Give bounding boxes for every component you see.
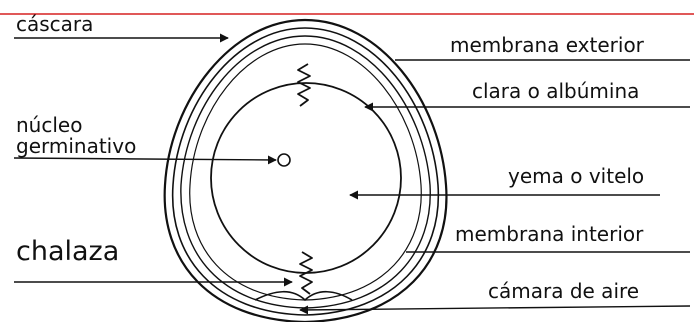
- shell-inner: [173, 28, 439, 315]
- germinal-disc: [278, 154, 290, 166]
- label-chalaza: chalaza: [16, 236, 119, 267]
- leader-nucleo: [14, 158, 276, 160]
- label-membrana-interior: membrana interior: [455, 222, 644, 246]
- chalaza-top: [298, 64, 310, 106]
- yolk: [211, 83, 401, 273]
- label-cascara: cáscara: [16, 12, 93, 36]
- label-clara: clara o albúmina: [472, 79, 639, 103]
- label-membrana-exterior: membrana exterior: [450, 33, 645, 57]
- label-yema: yema o vitelo: [508, 164, 644, 188]
- label-nucleo-2: germinativo: [16, 134, 136, 158]
- label-camara: cámara de aire: [488, 279, 639, 303]
